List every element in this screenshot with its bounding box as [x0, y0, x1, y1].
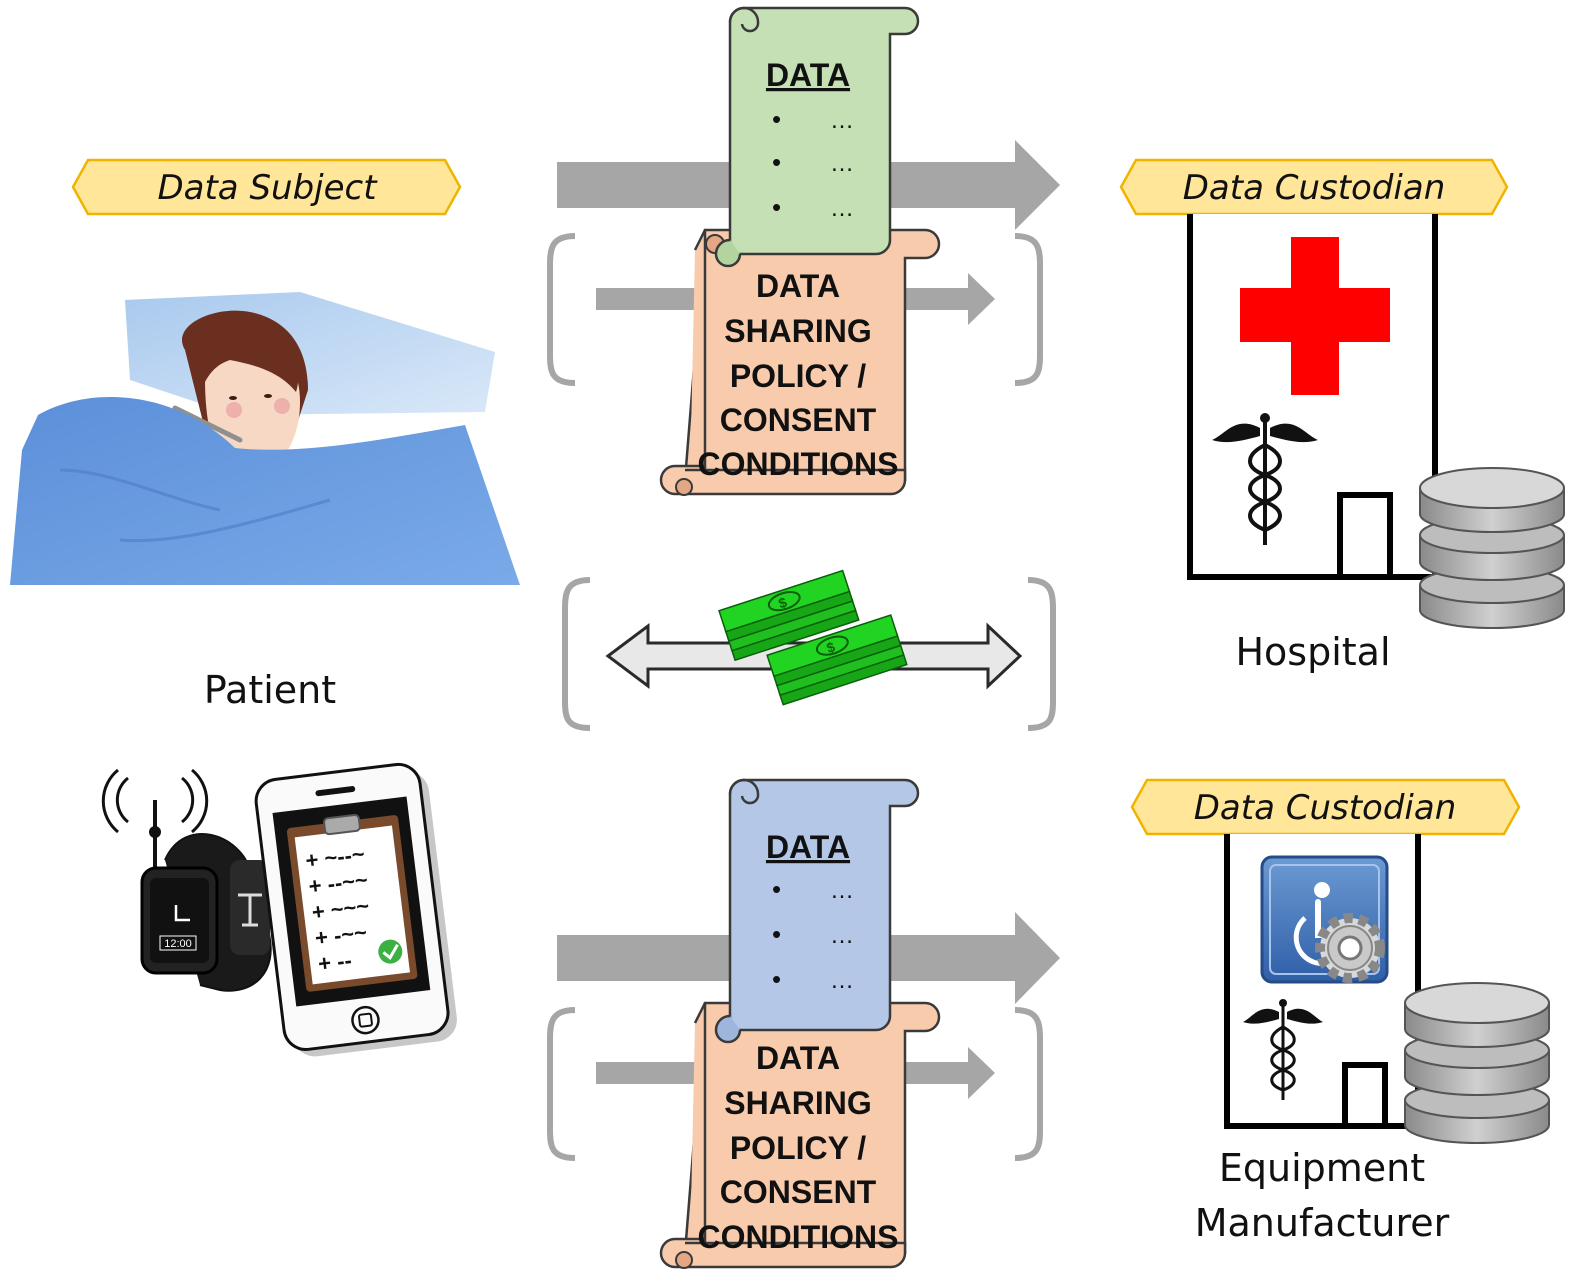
patient-label: Patient — [204, 668, 336, 712]
policy-line-4: CONSENT — [720, 402, 877, 438]
bracket-left-bottom — [547, 1007, 576, 1161]
wheelchair-gear-icon — [1260, 855, 1389, 984]
bracket-right-top — [1014, 233, 1043, 386]
database-icon — [1419, 467, 1565, 629]
data-scroll-bottom-item-1: … — [830, 877, 854, 904]
patient-in-bed-icon — [10, 292, 520, 585]
bracket-left-middle — [562, 577, 591, 731]
smartwatch-icon: 12:00 — [101, 768, 272, 992]
policy-line-2: SHARING — [724, 313, 872, 349]
svg-text:•: • — [772, 874, 781, 904]
policy-bottom-line-3: POLICY / — [730, 1130, 866, 1166]
bracket-left-top — [547, 233, 576, 386]
data-custodian-label-hospital: Data Custodian — [1183, 168, 1446, 208]
data-scroll-top-item-3: … — [830, 195, 854, 222]
svg-text:+ --: + -- — [317, 947, 353, 976]
svg-text:•: • — [772, 104, 781, 134]
manufacturer-label-line1: Equipment — [1219, 1146, 1425, 1190]
data-scroll-top: DATA • … • … • … — [714, 6, 920, 268]
bracket-right-middle — [1027, 577, 1056, 731]
data-subject-label: Data Subject — [157, 168, 378, 208]
data-scroll-bottom-title: DATA — [766, 829, 850, 865]
data-custodian-label-manufacturer: Data Custodian — [1194, 788, 1457, 828]
hospital-label: Hospital — [1235, 630, 1390, 674]
smartphone-checklist-icon: + ~--~ + --~~ + ~~~ + -~~ + -- — [254, 762, 457, 1057]
data-scroll-bottom-item-3: … — [830, 967, 854, 994]
money-stack-icon: $ $ — [718, 569, 908, 706]
data-scroll-top-item-1: … — [830, 107, 854, 134]
policy-scroll-bottom: DATA SHARING POLICY / CONSENT CONDITIONS — [659, 1001, 941, 1269]
svg-text:•: • — [772, 964, 781, 994]
policy-bottom-line-2: SHARING — [724, 1085, 872, 1121]
policy-line-1: DATA — [756, 268, 840, 304]
data-custodian-tag-manufacturer: Data Custodian — [1130, 778, 1521, 836]
bracket-right-bottom — [1014, 1007, 1043, 1161]
svg-text:•: • — [772, 147, 781, 177]
policy-bottom-line-1: DATA — [756, 1040, 840, 1076]
svg-text:•: • — [772, 919, 781, 949]
database-icon-small — [1404, 982, 1550, 1144]
caduceus-icon — [1212, 413, 1318, 545]
watch-time: 12:00 — [164, 938, 192, 950]
policy-line-5: CONDITIONS — [698, 446, 899, 482]
manufacturer-label-line2: Manufacturer — [1195, 1201, 1450, 1245]
policy-line-3: POLICY / — [730, 358, 866, 394]
policy-bottom-line-4: CONSENT — [720, 1174, 877, 1210]
data-subject-tag: Data Subject — [71, 158, 462, 216]
data-scroll-bottom-item-2: … — [830, 922, 854, 949]
red-cross-icon — [1240, 237, 1390, 395]
data-scroll-top-item-2: … — [830, 150, 854, 177]
data-scroll-top-title: DATA — [766, 57, 850, 93]
svg-text:•: • — [772, 192, 781, 222]
caduceus-icon-small — [1243, 999, 1323, 1100]
policy-scroll-top: DATA SHARING POLICY / CONSENT CONDITIONS — [659, 228, 941, 496]
data-custodian-tag-hospital: Data Custodian — [1119, 158, 1509, 216]
data-scroll-bottom: DATA • … • … • … — [714, 778, 920, 1044]
policy-bottom-line-5: CONDITIONS — [698, 1219, 899, 1255]
